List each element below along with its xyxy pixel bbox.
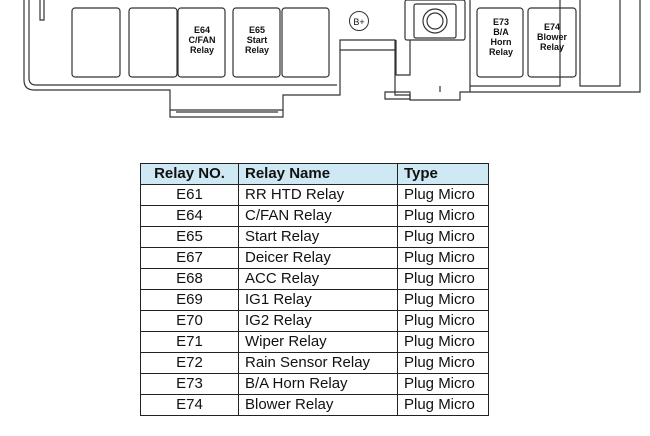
relay-e64-label: E64 C/FAN Relay <box>188 25 216 55</box>
relay-name-cell: Deicer Relay <box>238 247 398 269</box>
relay-type-cell: Plug Micro <box>397 226 489 248</box>
relay-type-cell: Plug Micro <box>397 394 489 416</box>
relay-number-cell: E74 <box>140 394 239 416</box>
relay-e74-label: E74 Blower Relay <box>536 22 567 52</box>
relay-number-cell: E72 <box>140 352 239 374</box>
column-header-relay-no: Relay NO. <box>140 163 239 185</box>
table-header-row: Relay NO. Relay Name Type <box>140 163 489 185</box>
relay-number-cell: E61 <box>140 184 239 206</box>
relay-name-cell: C/FAN Relay <box>238 205 398 227</box>
relay-type-cell: Plug Micro <box>397 352 489 374</box>
relay-e73-label: E73 B/A Horn Relay <box>488 17 514 57</box>
relay-name-cell: B/A Horn Relay <box>238 373 398 395</box>
relay-name-cell: Wiper Relay <box>238 331 398 353</box>
relay-name-cell: Blower Relay <box>238 394 398 416</box>
relay-type-cell: Plug Micro <box>397 184 489 206</box>
relay-type-cell: Plug Micro <box>397 247 489 269</box>
relay-number-cell: E70 <box>140 310 239 332</box>
relay-number-cell: E64 <box>140 205 239 227</box>
relay-type-cell: Plug Micro <box>397 289 489 311</box>
relay-name-cell: Start Relay <box>238 226 398 248</box>
relay-number-cell: E67 <box>140 247 239 269</box>
relay-type-cell: Plug Micro <box>397 331 489 353</box>
relay-number-cell: E71 <box>140 331 239 353</box>
relay-type-cell: Plug Micro <box>397 268 489 290</box>
relay-name-cell: RR HTD Relay <box>238 184 398 206</box>
column-header-type: Type <box>397 163 489 185</box>
relay-name-cell: IG2 Relay <box>238 310 398 332</box>
relay-number-cell: E68 <box>140 268 239 290</box>
relay-type-cell: Plug Micro <box>397 310 489 332</box>
relay-name-cell: ACC Relay <box>238 268 398 290</box>
column-header-relay-name: Relay Name <box>238 163 398 185</box>
relay-name-cell: IG1 Relay <box>238 289 398 311</box>
relay-e65-label: E65 Start Relay <box>244 25 270 55</box>
fuse-box-diagram: B+ E64 C/FAN Relay E65 Start Relay E73 B… <box>0 0 650 130</box>
relay-number-cell: E65 <box>140 226 239 248</box>
fuse-box-outline <box>23 0 641 118</box>
relay-number-cell: E73 <box>140 373 239 395</box>
relay-type-cell: Plug Micro <box>397 373 489 395</box>
relay-type-cell: Plug Micro <box>397 205 489 227</box>
relay-number-cell: E69 <box>140 289 239 311</box>
relay-name-cell: Rain Sensor Relay <box>238 352 398 374</box>
b-plus-terminal-label: B+ <box>349 11 369 31</box>
